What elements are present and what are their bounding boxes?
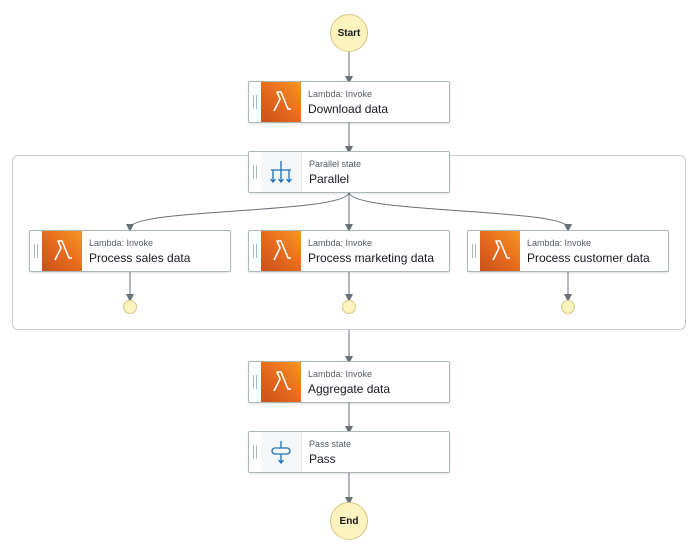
lambda-icon [261,231,301,271]
state-process-sales-data[interactable]: Lambda: Invoke Process sales data [29,230,231,272]
state-name: Pass [309,451,336,466]
state-type: Lambda: Invoke [308,368,373,379]
drag-handle-icon[interactable] [249,432,261,472]
state-name: Process sales data [89,250,191,265]
lambda-icon [480,231,520,271]
edge-parallel-customer [348,191,572,232]
state-name: Download data [308,101,389,116]
drag-handle-icon[interactable] [468,231,480,271]
state-process-marketing-data[interactable]: Lambda: Invoke Process marketing data [248,230,450,272]
state-type: Parallel state [309,158,362,169]
lambda-icon [261,362,301,402]
end-node[interactable]: End [330,502,368,540]
state-name: Aggregate data [308,381,391,396]
state-pass[interactable]: Pass state Pass [248,431,450,473]
state-type: Pass state [309,438,352,449]
state-type: Lambda: Invoke [308,88,373,99]
end-label: End [339,515,359,527]
lambda-icon [42,231,82,271]
state-name: Process customer data [527,250,650,265]
drag-handle-icon[interactable] [249,231,261,271]
state-type: Lambda: Invoke [308,237,373,248]
start-node[interactable]: Start [330,14,368,52]
state-download-data[interactable]: Lambda: Invoke Download data [248,81,450,123]
lambda-icon [261,82,301,122]
state-parallel[interactable]: Parallel state Parallel [248,151,450,193]
start-label: Start [337,27,361,39]
state-type: Lambda: Invoke [527,237,592,248]
state-aggregate-data[interactable]: Lambda: Invoke Aggregate data [248,361,450,403]
branch-end-dot [123,300,137,314]
state-process-customer-data[interactable]: Lambda: Invoke Process customer data [467,230,669,272]
drag-handle-icon[interactable] [30,231,42,271]
drag-handle-icon[interactable] [249,362,261,402]
state-type: Lambda: Invoke [89,237,154,248]
edge-parallel-sales [126,191,350,232]
state-name: Process marketing data [308,250,435,265]
drag-handle-icon[interactable] [249,82,261,122]
pass-flow-icon [261,432,302,472]
parallel-flow-icon [261,152,302,192]
branch-end-dot [342,300,356,314]
branch-end-dot [561,300,575,314]
state-name: Parallel [309,171,350,186]
drag-handle-icon[interactable] [249,152,261,192]
